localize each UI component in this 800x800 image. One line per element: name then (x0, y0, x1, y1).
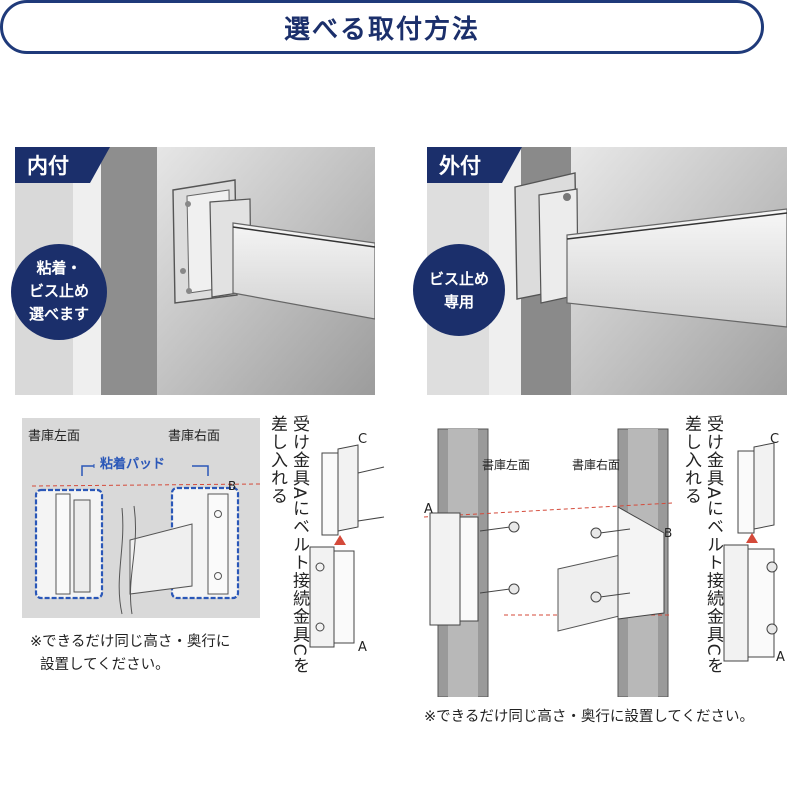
outer-insert-diagram: C A (723, 432, 785, 665)
inner-note-line-2: 設置してください。 (40, 657, 170, 673)
inner-mount-photo (15, 147, 375, 395)
badge-line-3: 選べます (29, 305, 89, 323)
outer-letter-b: B (664, 526, 672, 540)
inner-vertical-caption: 受け金具Aにベルト接続金具Cを差し入れる (267, 415, 309, 675)
inner-mount-tag: 内付 (15, 147, 110, 183)
outer-mount-photo (427, 147, 787, 395)
outer-left-side-label: 書庫左面 (482, 457, 530, 472)
screw-only-badge: ビス止め 専用 (413, 244, 505, 336)
outer-vertical-caption: 受け金具Aにベルト接続金具Cを差し入れる (681, 415, 723, 675)
page-title: 選べる取付方法 (283, 14, 480, 45)
inner-insert-diagram: C A (309, 432, 385, 655)
badge-line-1: 粘着・ (36, 259, 81, 277)
screw-badge-line-1: ビス止め (429, 270, 489, 288)
letter-c-left: C (358, 432, 367, 447)
outer-letter-c: C (770, 432, 779, 447)
inner-mount-diagram: 書庫左面 書庫右面 粘着パッド B (22, 418, 260, 618)
right-side-label: 書庫右面 (168, 429, 220, 444)
adhesive-pad-label: 粘着パッド (99, 456, 165, 472)
outer-mount-diagram: 書庫左面 書庫右面 A B (424, 428, 672, 697)
inner-note-line-1: ※できるだけ同じ高さ・奥行に (30, 634, 231, 650)
outer-mount-tag: 外付 (427, 147, 522, 183)
badge-line-2: ビス止め (29, 282, 89, 300)
adhesive-or-screw-badge: 粘着・ ビス止め 選べます (11, 244, 107, 340)
letter-a-left: A (358, 640, 367, 655)
outer-mount-tag-label: 外付 (439, 154, 481, 178)
left-side-label: 書庫左面 (28, 429, 80, 444)
outer-letter-a2: A (776, 650, 785, 665)
outer-right-side-label: 書庫右面 (572, 457, 620, 472)
title-banner: 選べる取付方法 (0, 0, 764, 54)
letter-b-left: B (228, 479, 236, 493)
inner-mount-tag-label: 内付 (27, 154, 69, 178)
outer-note: ※できるだけ同じ高さ・奥行に設置してください。 (424, 709, 754, 725)
screw-badge-line-2: 専用 (444, 293, 474, 311)
outer-letter-a: A (424, 502, 433, 517)
